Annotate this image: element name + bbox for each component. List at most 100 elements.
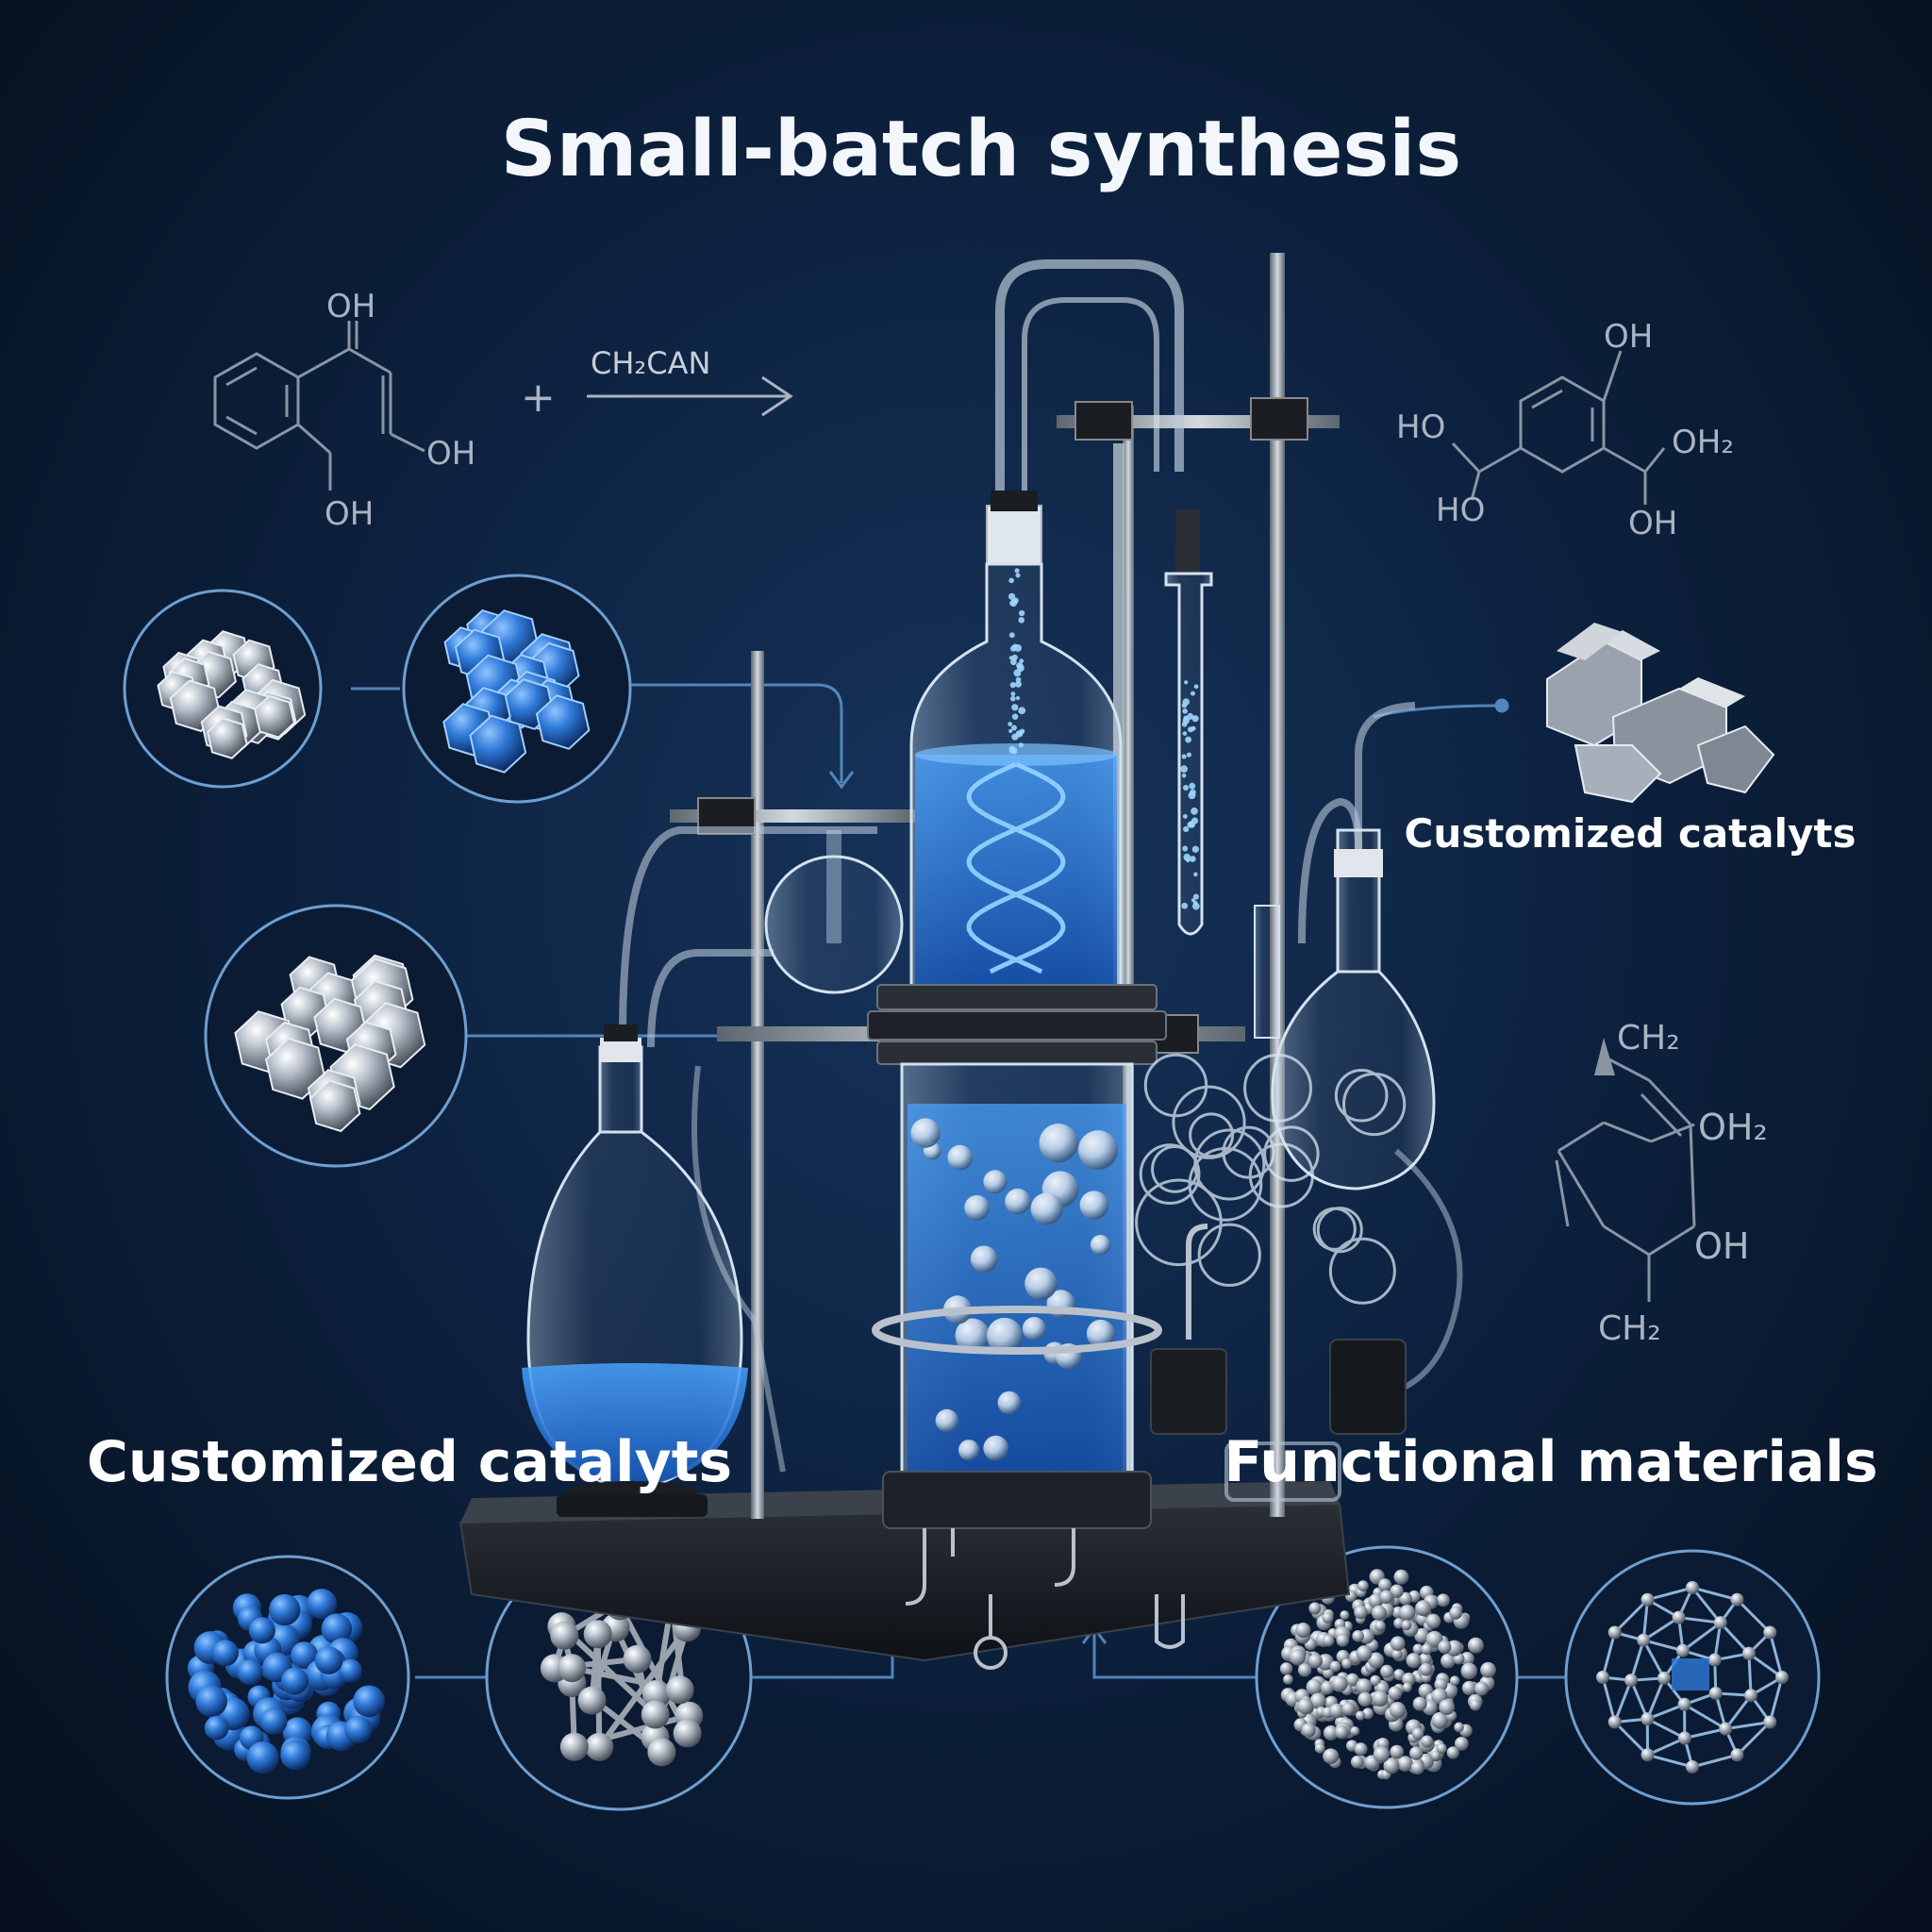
cage-edge bbox=[1748, 1652, 1783, 1679]
particle bbox=[1421, 1643, 1433, 1656]
droplet bbox=[1191, 898, 1195, 903]
droplet bbox=[1182, 784, 1190, 791]
blue-bead bbox=[269, 1593, 301, 1626]
helix-strand bbox=[966, 761, 1066, 974]
droplet bbox=[1185, 736, 1192, 743]
mol-tr-ho-lower-left: HO bbox=[1436, 491, 1485, 529]
droplet bbox=[1014, 568, 1020, 574]
cage-node bbox=[1686, 1581, 1699, 1594]
droplet bbox=[1009, 695, 1016, 702]
particle bbox=[1297, 1698, 1314, 1715]
blue-bead bbox=[281, 1667, 308, 1695]
droplet bbox=[1009, 601, 1014, 606]
droplet bbox=[1013, 669, 1022, 677]
cage-edge bbox=[1641, 1599, 1649, 1641]
glass-ring bbox=[1143, 1053, 1208, 1118]
particle bbox=[1383, 1757, 1400, 1774]
cage-edge bbox=[1736, 1721, 1772, 1757]
mol-mr-oh: OH bbox=[1694, 1225, 1749, 1267]
cage-edge bbox=[1747, 1653, 1753, 1696]
molecule-top-right bbox=[1451, 350, 1666, 505]
cage-node bbox=[1730, 1592, 1744, 1607]
molecule-top-left bbox=[213, 321, 425, 491]
blue-bead bbox=[338, 1658, 362, 1683]
droplet bbox=[1184, 680, 1189, 685]
particle bbox=[1320, 1681, 1335, 1695]
circle-row2 bbox=[204, 904, 468, 1168]
droplet bbox=[1181, 773, 1187, 778]
bubble bbox=[983, 1435, 1009, 1461]
cage-node bbox=[1775, 1671, 1789, 1684]
droplet bbox=[1019, 658, 1024, 664]
label-customized-catalysts-right: Customized catalyts bbox=[1405, 810, 1857, 857]
cage-edge bbox=[1684, 1727, 1726, 1740]
blue-bead bbox=[195, 1685, 228, 1718]
cage-edge bbox=[1683, 1703, 1726, 1730]
cage-node bbox=[1730, 1748, 1744, 1762]
droplet bbox=[1182, 845, 1189, 852]
blue-bead bbox=[248, 1617, 275, 1644]
cage-edge bbox=[1691, 1753, 1738, 1769]
particle bbox=[1301, 1723, 1316, 1738]
particle bbox=[1374, 1620, 1386, 1632]
atom bbox=[559, 1732, 589, 1761]
glass-ring bbox=[1328, 1237, 1396, 1305]
cage-edge bbox=[1601, 1632, 1617, 1678]
circle-bottom-1 bbox=[165, 1555, 410, 1800]
blue-bead bbox=[237, 1658, 263, 1686]
mol-tr-oh-bottom: OH bbox=[1628, 505, 1677, 542]
particle bbox=[1446, 1746, 1459, 1759]
blue-bead bbox=[246, 1741, 279, 1774]
glass-ring bbox=[1135, 1178, 1223, 1267]
particle bbox=[1368, 1652, 1385, 1669]
mol-mr-oh2: OH₂ bbox=[1698, 1107, 1768, 1148]
droplet bbox=[1183, 853, 1191, 861]
droplet bbox=[1190, 856, 1196, 862]
bubble bbox=[970, 1245, 998, 1274]
cage-edge bbox=[1613, 1679, 1633, 1724]
molecule-mid-right bbox=[1555, 1038, 1696, 1302]
cage-node bbox=[1708, 1686, 1723, 1700]
droplet bbox=[1010, 691, 1016, 697]
cage-edge bbox=[1642, 1616, 1680, 1641]
particle bbox=[1436, 1593, 1450, 1607]
cage-node bbox=[1744, 1689, 1758, 1703]
particle bbox=[1307, 1654, 1324, 1669]
cage-edge bbox=[1736, 1598, 1772, 1634]
particle bbox=[1314, 1742, 1325, 1754]
particle bbox=[1362, 1707, 1374, 1720]
particle bbox=[1341, 1657, 1353, 1670]
droplet bbox=[1193, 872, 1198, 877]
cage-edge bbox=[1719, 1622, 1751, 1655]
cage-node bbox=[1763, 1715, 1777, 1729]
droplet bbox=[1191, 725, 1196, 731]
particle bbox=[1469, 1699, 1482, 1711]
bubble bbox=[910, 1118, 941, 1148]
cage-edge bbox=[1724, 1721, 1771, 1731]
particle bbox=[1430, 1751, 1441, 1761]
cage-edge bbox=[1646, 1737, 1686, 1757]
particle bbox=[1373, 1746, 1391, 1763]
cage-edge bbox=[1613, 1598, 1649, 1634]
particle bbox=[1434, 1677, 1448, 1691]
droplet bbox=[1190, 691, 1196, 696]
droplet bbox=[1182, 717, 1191, 724]
droplet bbox=[1016, 662, 1024, 670]
cage-node bbox=[1637, 1633, 1651, 1647]
particle bbox=[1425, 1630, 1443, 1648]
particle bbox=[1421, 1735, 1434, 1748]
particle bbox=[1308, 1602, 1322, 1615]
glass-ring bbox=[1334, 1068, 1389, 1123]
particle bbox=[1295, 1623, 1311, 1639]
bubble bbox=[1030, 1192, 1063, 1225]
particle bbox=[1425, 1613, 1441, 1629]
bubble bbox=[964, 1194, 991, 1221]
particle bbox=[1354, 1742, 1368, 1757]
circle-row1-left bbox=[123, 589, 323, 789]
cage-edge bbox=[1768, 1676, 1784, 1723]
droplet bbox=[1008, 728, 1013, 733]
particle bbox=[1323, 1748, 1340, 1765]
atom bbox=[558, 1654, 587, 1683]
crystal-cluster bbox=[1546, 623, 1775, 804]
particle bbox=[1454, 1722, 1464, 1733]
